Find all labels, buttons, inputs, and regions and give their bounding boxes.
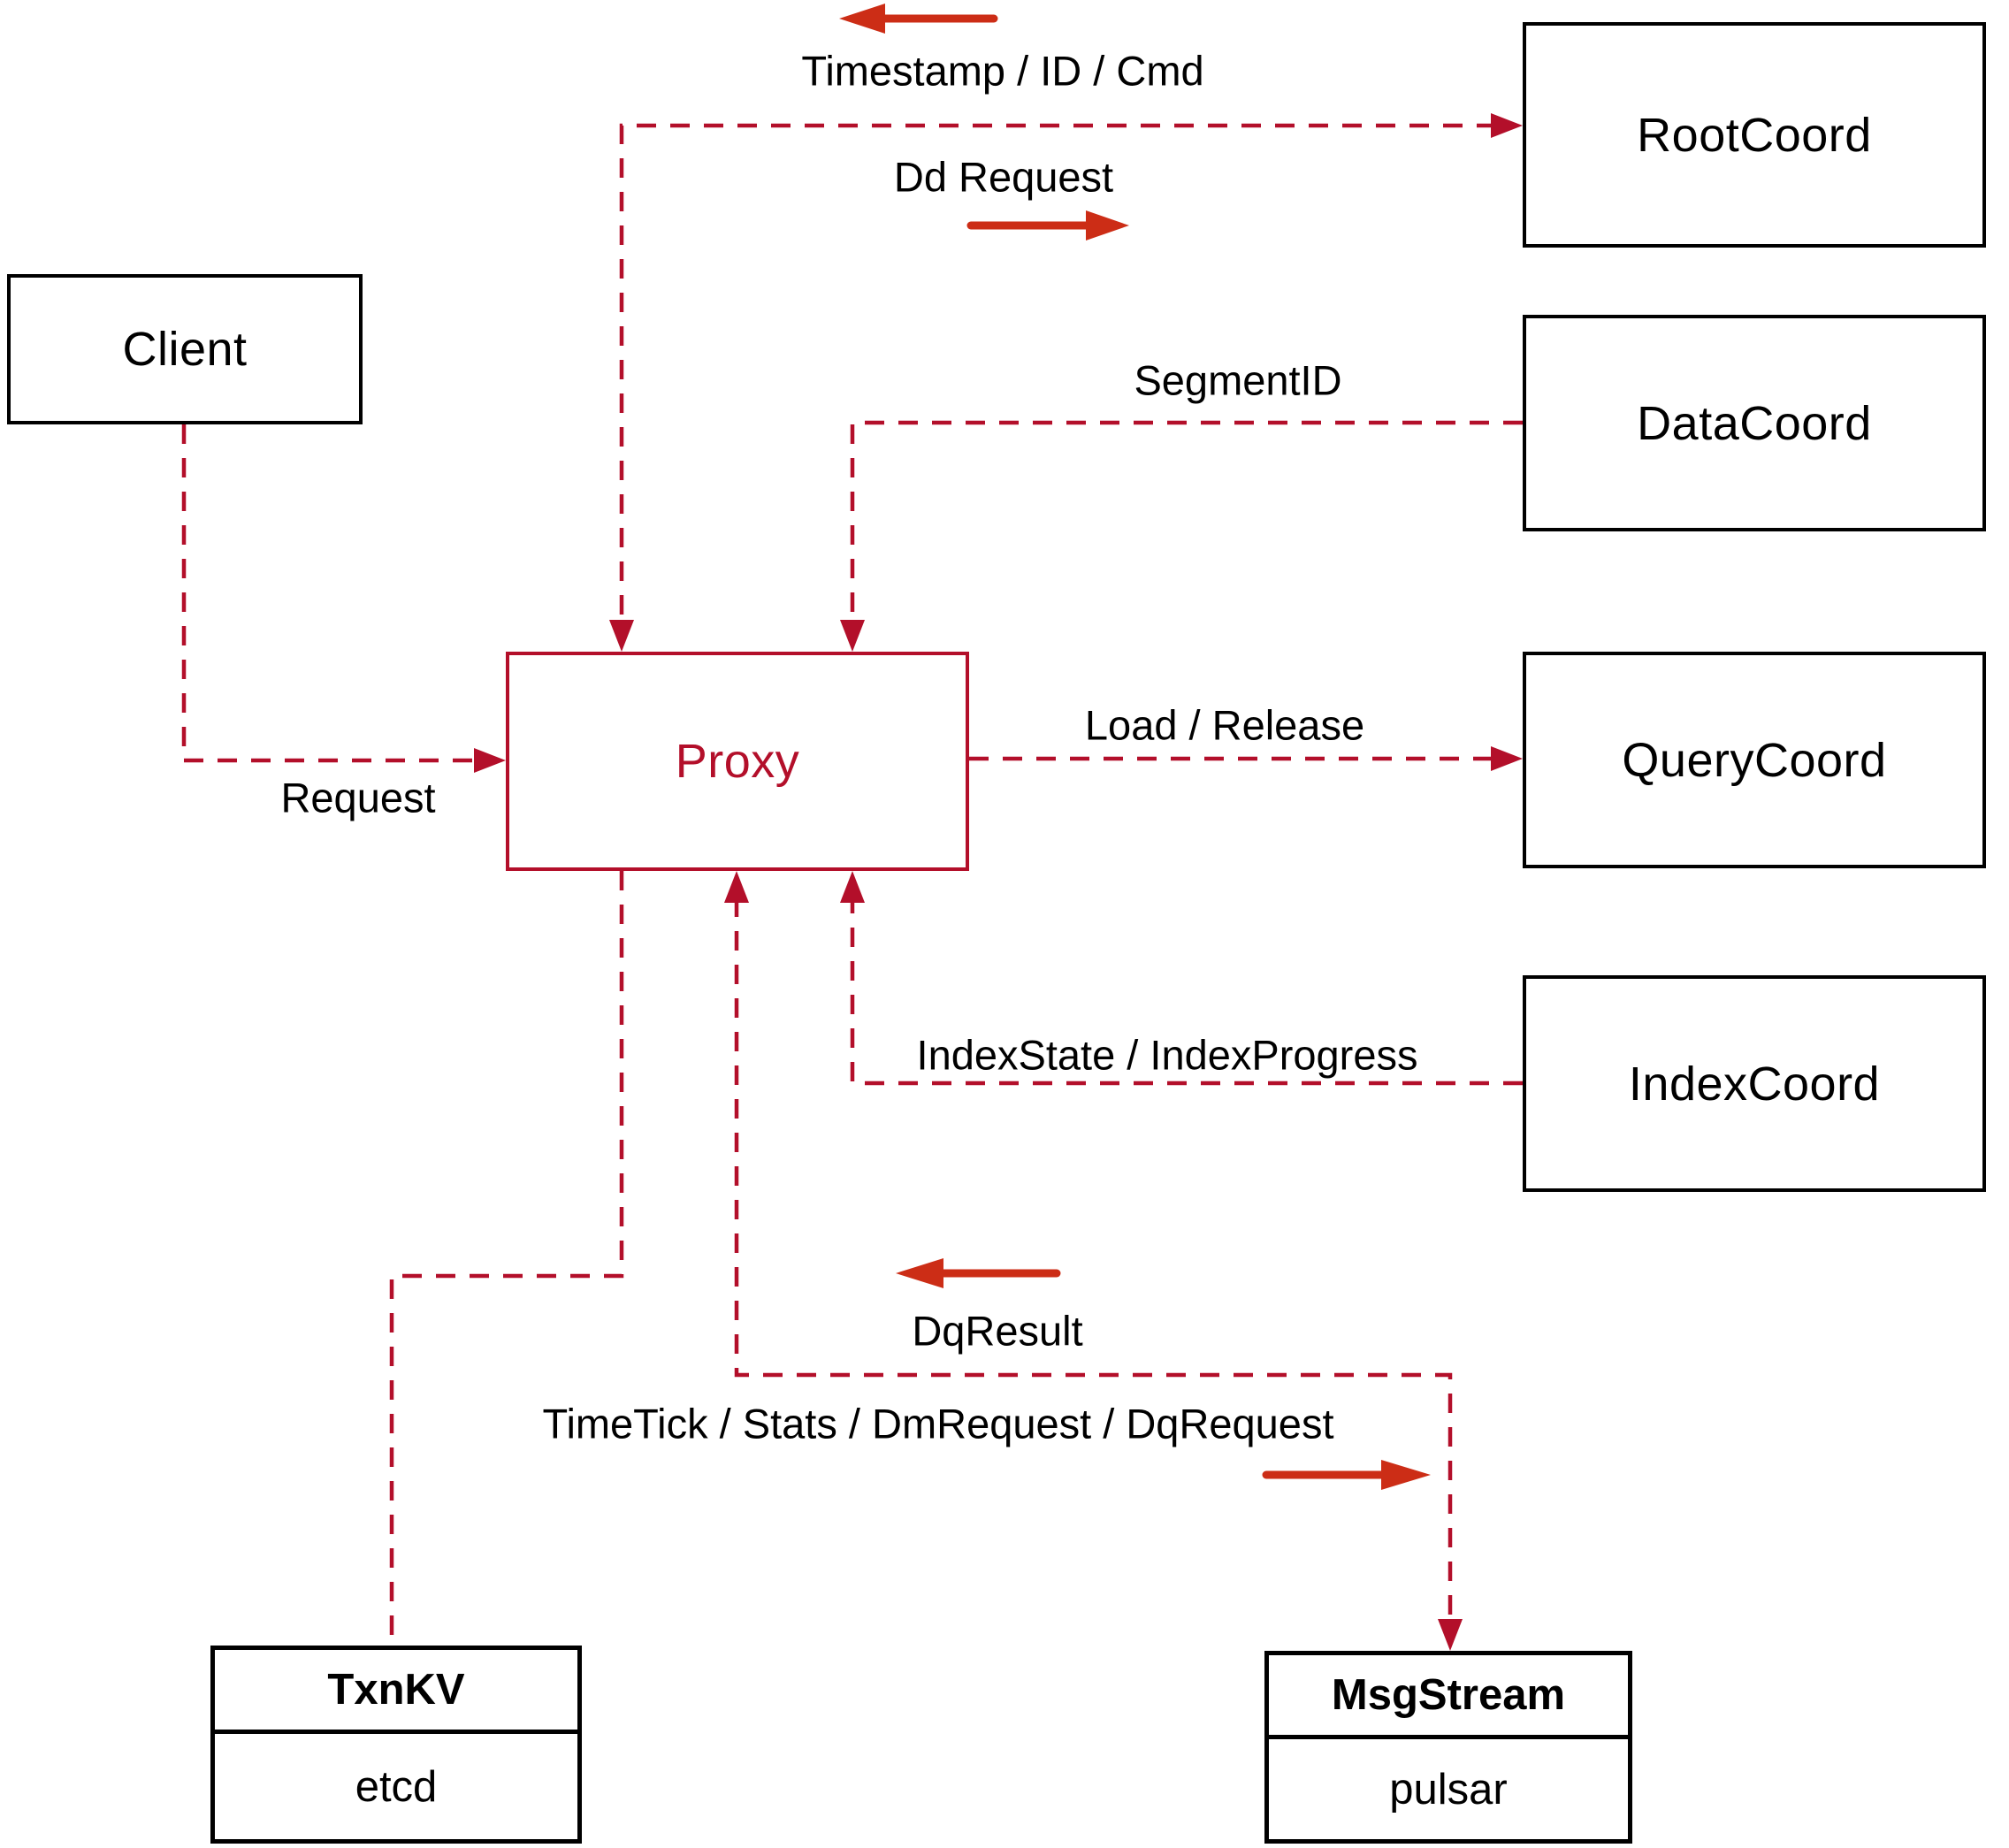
edge-client-proxy: [181, 424, 479, 763]
node-txnkv-title: TxnKV: [215, 1650, 577, 1734]
arrow-right-dd-request-icon: [966, 210, 1129, 241]
node-rootcoord-label: RootCoord: [1637, 108, 1872, 162]
node-datacoord: DataCoord: [1523, 315, 1986, 531]
arrow-left-dq-result-icon: [896, 1258, 1061, 1288]
node-msgstream: MsgStream pulsar: [1264, 1651, 1632, 1844]
node-client-label: Client: [122, 323, 248, 376]
arrowhead-into-proxy-left-icon: [474, 748, 506, 773]
edge-label-timetick-stats: TimeTick / Stats / DmRequest / DqRequest: [542, 1400, 1334, 1447]
arrowhead-into-rootcoord-icon: [1491, 113, 1523, 138]
arrowhead-into-msgstream-icon: [1438, 1619, 1463, 1651]
edge-label-segment-id: SegmentID: [1134, 356, 1342, 404]
node-proxy-label: Proxy: [675, 735, 800, 788]
edge-label-dq-result: DqResult: [912, 1307, 1083, 1355]
edge-proxy-msgstream: [734, 897, 1453, 1624]
node-proxy: Proxy: [506, 652, 969, 871]
node-rootcoord: RootCoord: [1523, 22, 1986, 248]
arrowhead-into-querycoord-icon: [1491, 746, 1523, 771]
edge-label-timestamp-id-cmd: Timestamp / ID / Cmd: [801, 47, 1204, 95]
arrow-left-timestamp-icon: [839, 4, 998, 34]
arrowhead-into-proxy-bottom-left-icon: [724, 871, 749, 903]
edge-label-load-release: Load / Release: [1084, 701, 1365, 749]
arrow-right-timetick-icon: [1262, 1460, 1431, 1490]
edge-label-index-state-progress: IndexState / IndexProgress: [916, 1031, 1418, 1079]
node-querycoord-label: QueryCoord: [1622, 733, 1887, 787]
arrowhead-into-proxy-top-left-icon: [609, 620, 634, 652]
node-client: Client: [7, 274, 363, 424]
edge-label-dd-request: Dd Request: [893, 153, 1114, 201]
arrowhead-into-proxy-top-right-icon: [840, 620, 865, 652]
edge-datacoord-proxy: [850, 420, 1523, 625]
node-msgstream-title: MsgStream: [1269, 1655, 1628, 1739]
node-indexcoord: IndexCoord: [1523, 975, 1986, 1192]
node-msgstream-subtitle: pulsar: [1389, 1765, 1508, 1814]
node-indexcoord-label: IndexCoord: [1628, 1057, 1881, 1111]
node-datacoord-label: DataCoord: [1637, 396, 1872, 450]
node-querycoord: QueryCoord: [1523, 652, 1986, 868]
arrowhead-into-proxy-bottom-right-icon: [840, 871, 865, 903]
edge-proxy-txnkv: [389, 871, 624, 1646]
node-txnkv: TxnKV etcd: [210, 1646, 582, 1844]
node-txnkv-subtitle: etcd: [355, 1762, 438, 1811]
edge-label-request: Request: [280, 774, 436, 821]
